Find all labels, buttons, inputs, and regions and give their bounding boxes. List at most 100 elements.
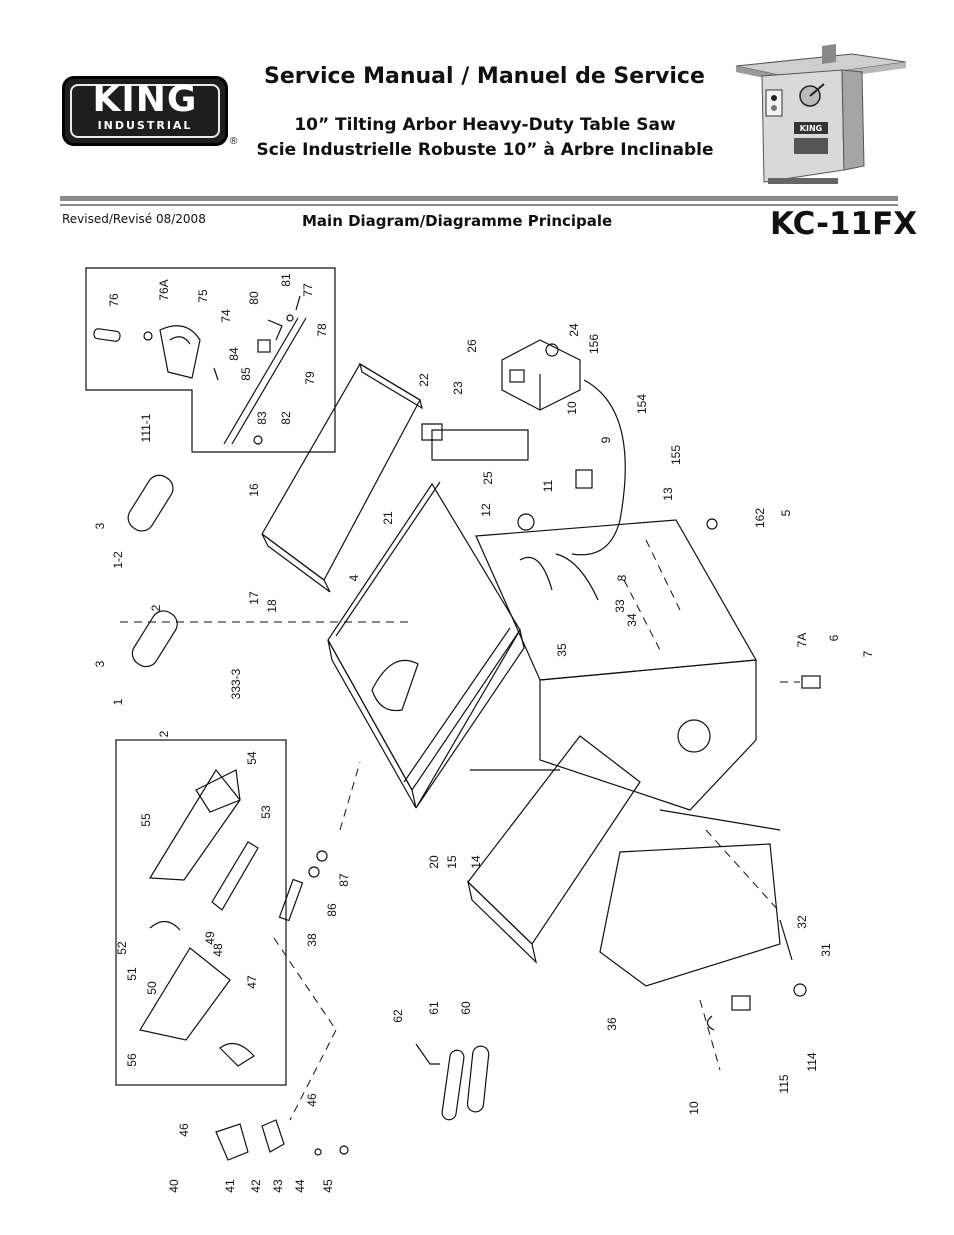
part-callout-35: 35 [555,643,569,657]
part-callout-115: 115 [777,1074,791,1093]
part-callout-42: 42 [249,1179,263,1193]
subtitle-english: 10” Tilting Arbor Heavy-Duty Table Saw [294,115,676,135]
part-callout-31: 31 [819,943,833,957]
part-callout-80: 80 [247,291,261,305]
part-callout-47: 47 [245,975,259,989]
part-callout-114: 114 [805,1052,819,1071]
part-callout-51: 51 [125,967,139,981]
model-number: KC-11FX [770,206,918,242]
part-callout-85: 85 [239,367,253,381]
part-callout-12: 12 [479,503,493,517]
handwheel-11 [517,513,535,531]
header-rule-thick [60,196,898,201]
part-callout-52: 52 [115,941,129,955]
wrench-60 [466,1045,490,1113]
part-callout-3: 3 [93,660,107,667]
part-callout-62: 62 [391,1009,405,1023]
part-callout-76a: 76A [157,279,171,300]
main-table-4 [327,481,525,809]
part-callout-13: 13 [661,487,675,501]
part-callout-11: 11 [541,479,555,492]
part-callout-2: 2 [157,730,171,737]
part-callout-78: 78 [315,323,329,337]
part-callout-77: 77 [301,283,315,297]
hex-key-62 [415,1043,440,1065]
belt-guard-1 [131,610,178,668]
revision-date: Revised/Revisé 08/2008 [62,212,206,226]
hook-115 [706,1015,715,1031]
part-callout-83: 83 [255,411,269,425]
part-callout-84: 84 [227,347,241,361]
part-callout-22: 22 [417,373,431,387]
arbor-hardware [215,850,349,1161]
registered-mark: ® [230,136,238,147]
part-callout-17: 17 [247,591,261,605]
part-callout-18: 18 [265,599,279,613]
part-callout-34: 34 [625,613,639,627]
part-callout-15: 15 [445,855,459,869]
part-callout-16: 16 [247,483,261,497]
part-callout-40: 40 [167,1179,181,1193]
part-callout-38: 38 [305,933,319,947]
part-callout-86: 86 [325,903,339,917]
logo-subword: INDUSTRIAL [97,119,193,132]
part-callout-60: 60 [459,1001,473,1015]
bottom-panel-36 [466,735,781,987]
part-callout-9: 9 [599,436,613,443]
photo-logo-label: KING [800,124,822,133]
knob-31 [793,983,807,997]
part-callout-45: 45 [321,1179,335,1193]
bracket-114 [731,995,751,1011]
part-callout-75: 75 [196,289,210,303]
blade-guard-inset-box [115,739,287,1086]
part-callout-74: 74 [219,309,233,323]
wrench-61 [441,1049,465,1121]
part-callout-156: 156 [587,334,601,354]
subtitle-french: Scie Industrielle Robuste 10” à Arbre In… [256,140,714,160]
page-title: Service Manual / Manuel de Service [264,64,705,89]
rack-8 [555,553,599,601]
part-callout-46: 46 [305,1093,319,1107]
part-callout-50: 50 [145,981,159,995]
diagram-title: Main Diagram/Diagramme Principale [302,212,613,230]
part-callout-33: 33 [613,599,627,613]
part-callout-53: 53 [259,805,273,819]
bracket-9 [575,469,593,489]
part-callout-46: 46 [177,1123,191,1137]
part-callout-111-1: 111-1 [139,413,153,442]
part-callout-7: 7 [861,650,875,657]
cabinet-5 [470,519,757,811]
part-callout-4: 4 [347,574,361,581]
part-callout-76: 76 [107,293,121,307]
part-callout-333-3: 333-3 [229,668,243,699]
part-callout-1-2: 1-2 [111,551,125,569]
clamp-6 [801,675,821,689]
part-callout-5: 5 [779,509,793,516]
part-callout-79: 79 [303,371,317,385]
part-callout-23: 23 [451,381,465,395]
table-saw-photo: KING [735,44,907,184]
part-callout-10: 10 [687,1101,701,1115]
part-callout-14: 14 [469,855,483,869]
blade-guard-assembly [139,768,259,1067]
part-callout-6: 6 [827,634,841,641]
part-callout-48: 48 [211,943,225,957]
part-callout-21: 21 [381,511,395,525]
header-rule-thin [60,204,898,206]
belt-guard-1-2 [127,474,174,532]
cord-154 [571,379,626,556]
rail-bracket-23 [431,429,529,461]
part-callout-26: 26 [465,339,479,353]
switch-box-26 [501,339,581,411]
part-callout-56: 56 [125,1053,139,1067]
part-callout-155: 155 [669,445,683,465]
part-callout-7a: 7A [795,633,809,648]
part-callout-36: 36 [605,1017,619,1031]
part-callout-20: 20 [427,855,441,869]
part-callout-87: 87 [337,873,351,887]
part-callout-41: 41 [223,1179,237,1193]
logo-word: KING [92,79,198,120]
part-callout-154: 154 [635,394,649,414]
